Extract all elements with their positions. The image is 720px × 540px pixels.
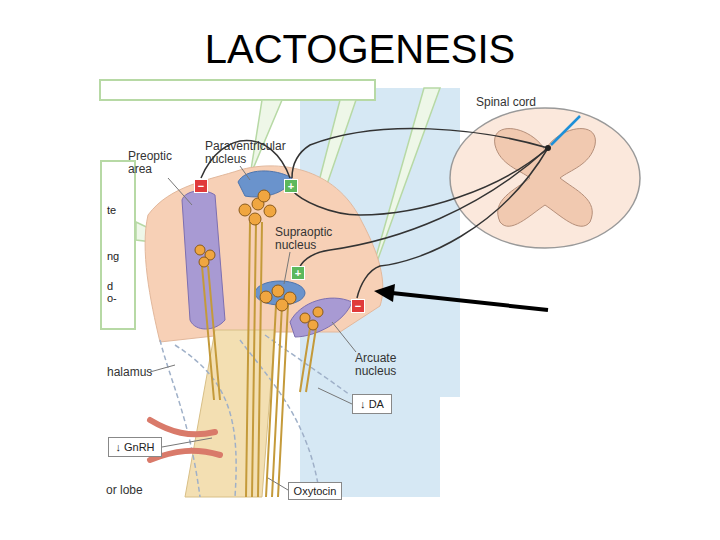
leader-line — [268, 478, 288, 490]
neural-pathways — [201, 129, 548, 298]
leader-line — [162, 438, 212, 447]
label-box: te ng d o- — [100, 160, 136, 330]
hypothalamus — [145, 166, 383, 342]
leader-line — [332, 322, 356, 352]
leader-line — [284, 252, 290, 284]
neuron — [276, 299, 288, 311]
box-text: ↓ DA — [360, 398, 384, 410]
spinal-cord — [450, 108, 640, 248]
pathway — [292, 148, 548, 215]
pathway — [298, 148, 548, 272]
neuron — [258, 190, 270, 202]
label-box: Oxytocin — [288, 482, 342, 500]
sign-marker: + — [284, 179, 298, 193]
synapse — [545, 145, 551, 151]
leader-lines — [150, 166, 356, 490]
box-text: ng — [107, 250, 135, 262]
neuron — [272, 285, 284, 297]
box-text: ↓ GnRH — [115, 441, 154, 453]
neuron — [308, 320, 318, 330]
axon — [202, 266, 220, 400]
arcuate-shape — [290, 298, 352, 337]
part-label: Supraoptic nucleus — [275, 226, 347, 252]
pointer-arrow — [392, 293, 548, 310]
neuron-cluster — [195, 190, 323, 330]
axon-bundle — [202, 222, 316, 497]
preoptic-area-shape — [182, 191, 225, 329]
neuron — [239, 204, 251, 216]
label-box: ↓ DA — [352, 394, 392, 414]
arrowhead — [374, 284, 395, 302]
pathway — [292, 129, 548, 178]
afferent-input — [551, 116, 580, 145]
box-text: d o- — [107, 280, 120, 304]
leader-line — [168, 178, 192, 205]
part-label: Paraventricular nucleus — [205, 140, 300, 166]
axon — [246, 222, 262, 497]
slide-title: LACTOGENESIS — [0, 26, 720, 72]
label-box: ↓ GnRH — [108, 437, 162, 457]
part-label: Spinal cord — [476, 96, 556, 109]
part-label: Preoptic area — [128, 150, 178, 176]
neuron — [313, 307, 323, 317]
grey-matter — [495, 129, 596, 227]
callout-box — [100, 80, 375, 100]
sign-marker: + — [291, 266, 305, 280]
axon — [300, 328, 316, 392]
neuron — [264, 205, 276, 217]
leader-line — [318, 388, 352, 404]
part-label: Arcuate nucleus — [355, 352, 413, 378]
pathway — [357, 148, 548, 298]
neuron — [300, 313, 310, 323]
part-label: halamus — [107, 366, 167, 379]
callout-pointer — [250, 100, 282, 176]
part-label: or lobe — [106, 484, 166, 497]
neuron — [249, 213, 261, 225]
sign-marker: − — [194, 179, 208, 193]
leader-line — [240, 166, 250, 180]
box-text: Oxytocin — [294, 485, 337, 497]
neuron — [195, 245, 205, 255]
neuron — [199, 257, 209, 267]
box-text: te — [107, 204, 135, 216]
sign-marker: − — [351, 299, 365, 313]
axon — [266, 305, 288, 497]
neuron — [260, 291, 272, 303]
leader-line — [150, 365, 175, 372]
